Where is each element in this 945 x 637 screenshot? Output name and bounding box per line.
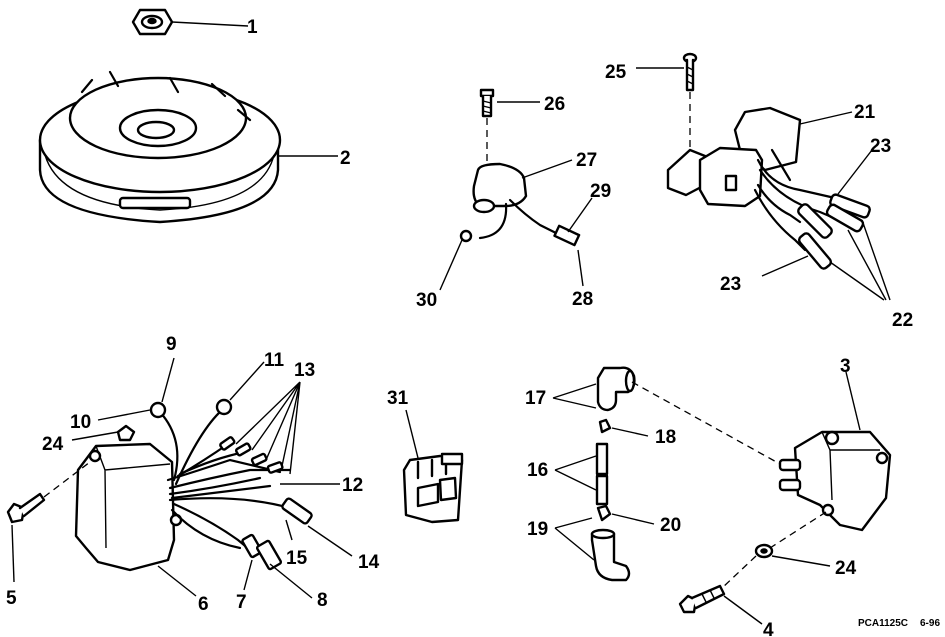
callout-10: 10 <box>70 412 91 433</box>
charge-coil-21 <box>666 106 871 270</box>
ignition-coil-3 <box>778 430 892 532</box>
callout-17: 17 <box>525 388 546 409</box>
callout-20: 20 <box>660 515 681 536</box>
callout-14: 14 <box>358 552 380 573</box>
temperature-sensor-27 <box>459 162 581 247</box>
callout-30: 30 <box>416 290 437 311</box>
callout-24-left: 24 <box>42 434 64 455</box>
bolt-4 <box>678 584 726 614</box>
callout-25: 25 <box>605 62 627 83</box>
callout-28: 28 <box>572 289 593 310</box>
flywheel-nut <box>131 8 174 36</box>
figure-code: PCA1125C <box>858 618 908 629</box>
callout-29: 29 <box>590 181 611 202</box>
callout-8: 8 <box>317 590 328 611</box>
callout-4: 4 <box>763 620 774 637</box>
callout-6: 6 <box>198 594 209 615</box>
power-pack-6 <box>74 398 313 572</box>
callout-18: 18 <box>655 427 676 448</box>
callout-19: 19 <box>527 519 548 540</box>
washer-24-left <box>116 424 136 442</box>
callout-21: 21 <box>854 102 876 123</box>
washer-24-right <box>754 543 774 559</box>
callout-13: 13 <box>294 360 315 381</box>
flywheel <box>38 70 282 224</box>
rectifier-31 <box>402 452 464 524</box>
callout-22: 22 <box>892 310 913 331</box>
screw-26 <box>479 88 495 118</box>
callout-5: 5 <box>6 588 17 609</box>
callout-16: 16 <box>527 460 548 481</box>
callout-12: 12 <box>342 475 363 496</box>
callout-9: 9 <box>166 334 177 355</box>
callout-23-lower: 23 <box>720 274 741 295</box>
callout-3: 3 <box>840 356 851 377</box>
callout-31: 31 <box>387 388 409 409</box>
callout-27: 27 <box>576 150 597 171</box>
callout-11: 11 <box>264 350 285 371</box>
screw-25 <box>682 52 698 92</box>
callout-26: 26 <box>544 94 565 115</box>
spark-plug-boot-17 <box>596 366 636 412</box>
plug-parts-16-18-20 <box>595 418 612 522</box>
figure-date: 6-96 <box>920 618 940 629</box>
leader-lines <box>11 21 891 625</box>
callout-23-upper: 23 <box>870 136 891 157</box>
callout-24-right: 24 <box>835 558 857 579</box>
callout-7: 7 <box>236 592 247 613</box>
callout-2: 2 <box>340 148 351 169</box>
callout-15: 15 <box>286 548 308 569</box>
screw-5 <box>6 492 46 524</box>
callout-1: 1 <box>247 17 258 38</box>
spark-plug-boot-19 <box>590 528 631 582</box>
callout-labels: 1 2 3 4 5 6 7 8 9 10 11 12 13 14 15 16 1… <box>6 17 913 637</box>
